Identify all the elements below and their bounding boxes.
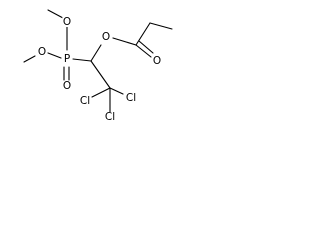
atom-cl-bottom: Cl — [105, 111, 115, 123]
atom-label-background — [104, 112, 116, 122]
atom-label-background — [152, 56, 162, 66]
atom-label-background — [125, 93, 137, 103]
atom-cl-right: Cl — [126, 92, 136, 104]
bond-c-central-ccl3 — [90, 60, 111, 89]
bonds — [23, 9, 173, 113]
atom-label-background — [37, 47, 47, 57]
bond-c-o-double-b — [138, 40, 154, 54]
atom-o-methoxy-lower: O — [38, 46, 46, 58]
bond-c-cl-right — [109, 87, 124, 95]
bond-o-lower-p — [47, 52, 62, 59]
atom-o-phosphoryl: O — [63, 80, 71, 92]
atom-label-background — [63, 54, 71, 64]
atom-label-background — [62, 81, 72, 91]
atom-label-background — [62, 17, 72, 27]
atom-p: P — [64, 53, 70, 65]
bond-methyl-lower — [23, 55, 36, 63]
atom-label-background — [101, 32, 111, 42]
bond-methyl-upper — [47, 9, 64, 19]
bond-o-ester-c-carbonyl — [112, 37, 137, 46]
atom-o-ester: O — [102, 31, 110, 43]
bond-p-c-central — [72, 58, 92, 62]
atom-o-methoxy-upper: O — [63, 16, 71, 28]
bond-c-o-double-a — [135, 44, 152, 58]
bond-ch2-ch3 — [149, 22, 173, 30]
molecule-structure: O O P O O O Cl Cl Cl — [23, 9, 173, 123]
bond-c-central-o-ester — [90, 44, 102, 62]
atom-label-backgrounds — [37, 17, 162, 122]
bond-c-carbonyl-ch2 — [135, 22, 151, 46]
atom-cl-left: Cl — [80, 95, 90, 107]
atom-label-background — [79, 96, 91, 106]
atom-labels: O O P O O O Cl Cl Cl — [38, 16, 161, 123]
bond-c-cl-left — [91, 87, 111, 98]
atom-o-carbonyl: O — [153, 55, 161, 67]
